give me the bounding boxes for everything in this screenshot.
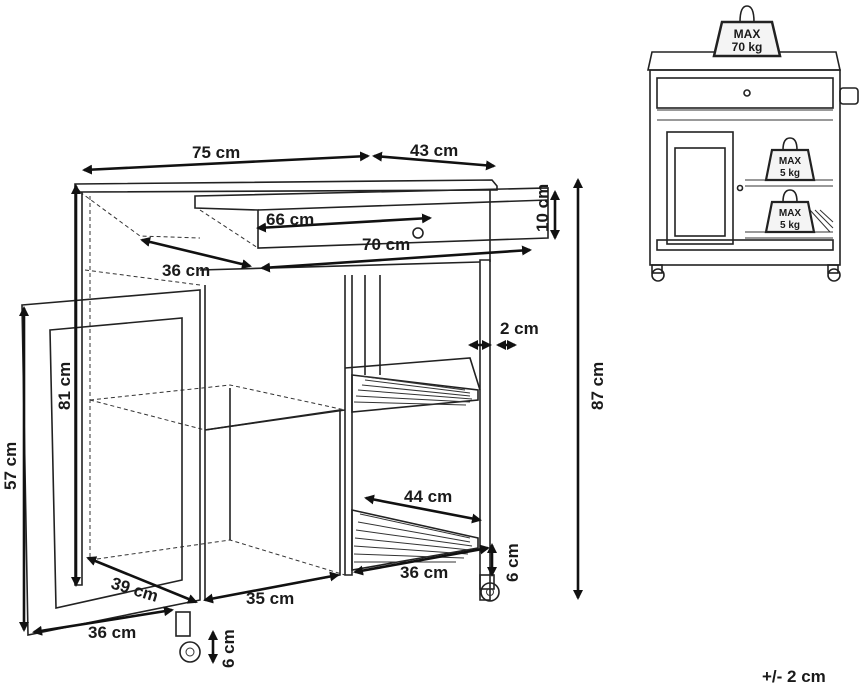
weight-icon-top: MAX 70 kg: [712, 5, 782, 58]
dim-cabinet-width: 35 cm: [246, 589, 294, 608]
dim-drawer-width: 70 cm: [362, 235, 410, 254]
weight-upper-line2: 5 kg: [780, 168, 800, 179]
weight-icon-shelf-lower: MAX 5 kg: [764, 189, 816, 234]
dim-castor-height-left: 6 cm: [219, 629, 238, 668]
tolerance-note: +/- 2 cm: [762, 667, 826, 686]
weight-upper-line1: MAX: [779, 156, 802, 167]
dim-drawer-height: 10 cm: [533, 184, 552, 232]
castor-front-left: [175, 611, 201, 663]
dim-door-height: 57 cm: [1, 442, 20, 490]
dim-top-depth: 36 cm: [162, 261, 210, 280]
reference-castor-left: [651, 264, 665, 282]
dim-cabinet-height: 81 cm: [55, 362, 74, 410]
dim-bottom-shelf-width: 36 cm: [400, 563, 448, 582]
dim-drawer-inner-width: 66 cm: [266, 210, 314, 229]
dim-shelf-width: 44 cm: [404, 487, 452, 506]
weight-lower-line1: MAX: [779, 208, 802, 219]
weight-icon-shelf-upper: MAX 5 kg: [764, 137, 816, 182]
dim-base-depth: 36 cm: [88, 623, 136, 642]
weight-lower-line2: 5 kg: [780, 220, 800, 231]
weight-top-line2: 70 kg: [732, 40, 763, 54]
reference-castor-right: [827, 264, 841, 282]
weight-top-line1: MAX: [734, 27, 761, 41]
dimension-arrows: [19, 151, 583, 664]
dim-drawer-depth: 43 cm: [410, 141, 458, 160]
dim-castor-height-right: 6 cm: [503, 543, 522, 582]
dim-top-width: 75 cm: [192, 143, 240, 162]
reference-trolley-drawing: [647, 51, 859, 282]
dim-frame-thickness: 2 cm: [500, 319, 539, 338]
dim-cabinet-inner-depth: 39 cm: [109, 574, 161, 606]
dim-total-height: 87 cm: [588, 362, 607, 410]
